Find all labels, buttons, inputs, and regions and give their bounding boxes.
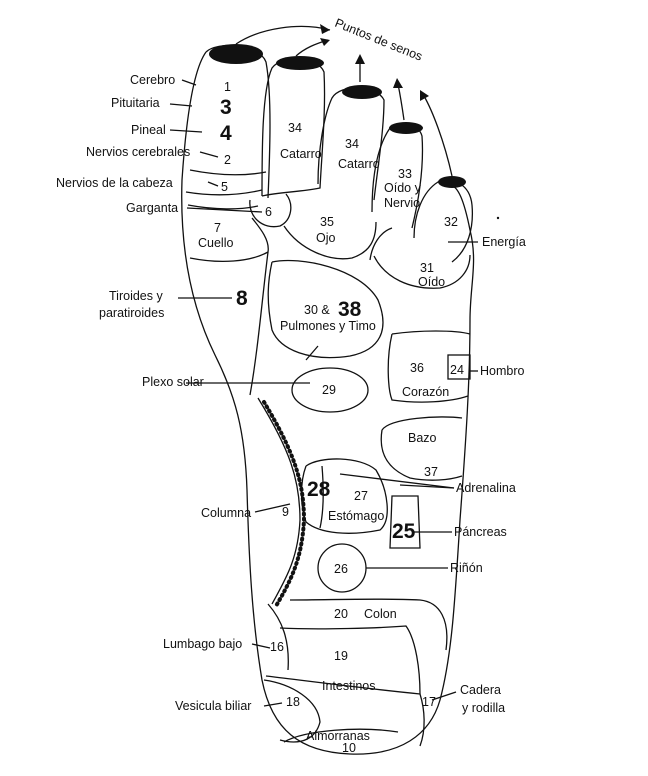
zone-name-pulmones: Pulmones y Timo [280,319,376,333]
label-cadera-1: Cadera [460,683,501,697]
stray-dot [496,216,500,220]
zone-name-estomago: Estómago [328,509,384,523]
zone-33: 33 [398,167,412,181]
second-toe-nail [276,56,324,70]
label-energia: Energía [482,235,526,249]
fifth-toe-nail [438,176,466,188]
label-cadera-2: y rodilla [462,701,505,715]
zone-name-ojo: Ojo [316,231,336,245]
zone-16: 16 [270,640,284,654]
zone-name-almorranas: Almorranas [306,729,370,743]
zone-numbers: 1 3 4 2 5 6 7 8 34 34 33 32 35 31 30 & 3… [214,80,464,755]
foot-outline [181,51,475,755]
sinus-arrows [235,24,453,177]
label-adrenalina: Adrenalina [456,481,516,495]
zone-37: 37 [424,465,438,479]
zone-9: 9 [282,505,289,519]
label-pancreas: Páncreas [454,525,507,539]
label-hombro: Hombro [480,364,525,378]
zone-26: 26 [334,562,348,576]
zone-25: 25 [392,520,416,543]
zone-1: 1 [224,80,231,94]
sinus-points-label: Puntos de senos [333,16,425,64]
zone-names: Catarro Catarro Oído y Nervio Cuello Ojo… [198,147,449,743]
label-pituitaria: Pituitaria [111,96,160,110]
zone-30: 30 & [304,303,330,317]
label-tiroides-2: paratiroides [99,306,164,320]
zone-name-bazo: Bazo [408,431,437,445]
zone-29: 29 [322,383,336,397]
zone-38: 38 [338,298,362,321]
zone-36: 36 [410,361,424,375]
zone-name-oido-nervio-2: Nervio [384,196,420,210]
label-cerebro: Cerebro [130,73,175,87]
zone-name-cuello: Cuello [198,236,233,250]
zone-4: 4 [220,122,232,145]
zone-8: 8 [236,287,248,310]
label-rinon: Riñón [450,561,483,575]
zone-3: 3 [220,96,232,119]
label-pineal: Pineal [131,123,166,137]
label-garganta: Garganta [126,201,178,215]
label-vesicula: Vesicula biliar [175,699,251,713]
label-plexo-solar: Plexo solar [142,375,204,389]
right-leader-lines [305,241,478,701]
second-toe [261,57,326,197]
zone-35: 35 [320,215,334,229]
zone-2: 2 [224,153,231,167]
label-tiroides-1: Tiroides y [109,289,163,303]
zone-name-corazon: Corazón [402,385,449,399]
label-lumbago: Lumbago bajo [163,637,242,651]
third-toe-nail [342,85,382,99]
zone-31: 31 [420,261,434,275]
zone-10: 10 [342,741,356,755]
zone-28: 28 [307,478,331,501]
zone-32: 32 [444,215,458,229]
zone-name-catarro-a: Catarro [280,147,322,161]
zone-5: 5 [221,180,228,194]
spine-line [257,397,307,608]
label-nervios-cabeza: Nervios de la cabeza [56,176,173,190]
zone-name-oido-nervio-1: Oído y [384,181,422,195]
left-leader-lines [169,79,310,707]
zone-20: 20 [334,607,348,621]
zone-name-catarro-b: Catarro [338,157,380,171]
zone-name-intestinos: Intestinos [322,679,376,693]
zone-6: 6 [265,205,272,219]
zone-19: 19 [334,649,348,663]
fourth-toe-nail [389,122,423,134]
zone-34a: 34 [288,121,302,135]
zone-name-colon: Colon [364,607,397,621]
zone-18: 18 [286,695,300,709]
label-columna: Columna [201,506,251,520]
big-toe-nail [209,44,263,64]
zone-27: 27 [354,489,368,503]
zone-24: 24 [450,363,464,377]
zone-17: 17 [422,695,436,709]
zone-34b: 34 [345,137,359,151]
zone-name-oido: Oído [418,275,445,289]
label-nervios-cerebrales: Nervios cerebrales [86,145,190,159]
zone-7: 7 [214,221,221,235]
